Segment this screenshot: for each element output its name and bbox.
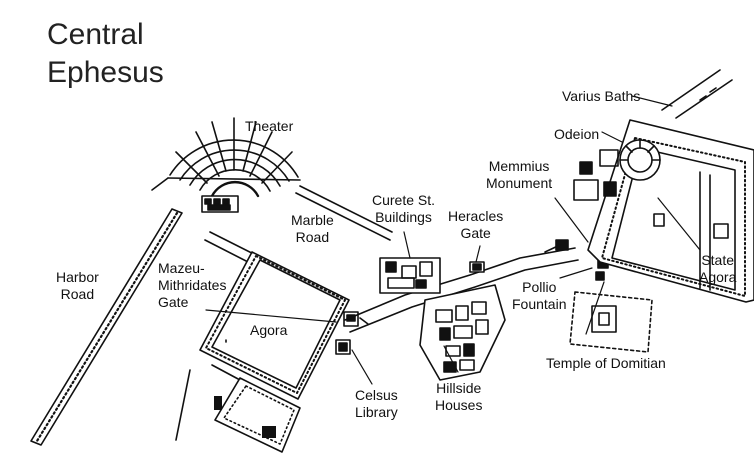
label-marble-line2: Road [295, 229, 330, 245]
label-heracles-line2: Gate [460, 225, 491, 241]
harbor-road-shape [30, 208, 183, 446]
label-hillside-line2: Houses [435, 397, 483, 413]
leader-lines [205, 95, 701, 385]
label-hillside-houses: Hillside Houses [435, 380, 482, 414]
label-marble-road: Marble Road [291, 212, 334, 246]
temple-of-domitian-shape [569, 291, 653, 353]
label-state-agora: State Agora [699, 252, 736, 286]
theater-shape [151, 117, 301, 213]
label-curete-buildings: Curete St. Buildings [372, 192, 435, 226]
label-pollio-fountain: Pollio Fountain [512, 279, 566, 313]
label-harbor-line1: Harbor [56, 269, 99, 285]
label-agora: Agora [250, 322, 288, 338]
label-memmius-line1: Memmius [488, 158, 550, 174]
label-celsus-line2: Library [355, 404, 398, 420]
label-heracles-line1: Heracles [448, 208, 504, 224]
label-pollio-line1: Pollio [522, 279, 557, 295]
label-state-line1: State [701, 252, 735, 268]
agora-shape [175, 251, 350, 453]
label-varius-baths: Varius Baths [562, 88, 641, 104]
label-curete-line1: Curete St. [372, 192, 436, 208]
label-celsus-line1: Celsus [355, 387, 398, 403]
label-mazeu-mithridates-gate: Mazeu- Mithridates Gate [158, 260, 226, 311]
varius-baths-road-shape [661, 69, 733, 119]
curete-buildings-shape [379, 257, 441, 294]
label-mazeu-line2: Mithridates [158, 277, 227, 293]
curete-street-shape [344, 247, 579, 333]
heracles-gate-shape [469, 261, 485, 273]
odeion-buildings-shape [573, 149, 619, 201]
label-state-line2: Agora [699, 269, 737, 285]
map-title-line2: Ephesus [47, 56, 164, 89]
label-odeion: Odeion [554, 126, 600, 142]
odeion-shape [619, 139, 661, 181]
label-heracles-gate: Heracles Gate [448, 208, 503, 242]
label-theater: Theater [245, 118, 294, 134]
map-title-line1: Central [47, 18, 144, 51]
label-marble-line1: Marble [291, 212, 334, 228]
label-hillside-line1: Hillside [436, 380, 482, 396]
label-mazeu-line1: Mazeu- [158, 260, 205, 276]
label-memmius-line2: Monument [486, 175, 553, 191]
label-memmius-monument: Memmius Monument [486, 158, 552, 192]
label-harbor-road: Harbor Road [56, 269, 99, 303]
label-curete-line2: Buildings [375, 209, 432, 225]
label-celsus-library: Celsus Library [355, 387, 398, 421]
label-pollio-line2: Fountain [512, 296, 567, 312]
label-temple-of-domitian: Temple of Domitian [546, 355, 666, 371]
hillside-houses-shape [419, 284, 506, 381]
label-mazeu-line3: Gate [158, 294, 189, 310]
label-harbor-line2: Road [60, 286, 95, 302]
